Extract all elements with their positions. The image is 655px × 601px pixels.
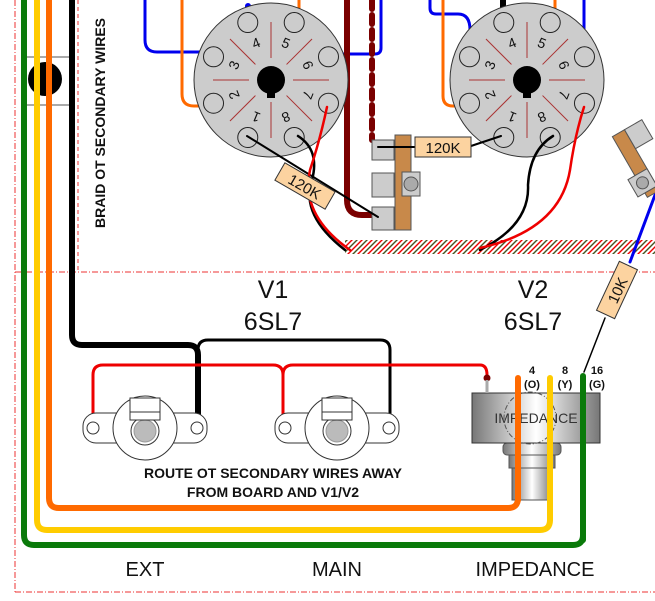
braid-note: BRAID OT SECONDARY WIRES <box>92 18 108 228</box>
main-speaker-jack[interactable] <box>274 395 400 461</box>
v2-type-label: 6SL7 <box>504 308 562 336</box>
v2-pin7-wire <box>478 105 586 250</box>
feedback-wire <box>583 317 606 373</box>
blue-wire-v1-pin6 <box>326 0 383 56</box>
tap-8-color: (Y) <box>558 379 573 391</box>
socket-pin-4 <box>493 12 515 34</box>
socket-pin-4 <box>237 12 259 34</box>
tap-16-ohms: 16 <box>591 365 603 377</box>
socket-pin-7 <box>317 92 339 114</box>
socket-divider <box>485 38 512 65</box>
socket-divider <box>542 95 569 122</box>
impedance-switch-label: IMPEDANCE <box>494 410 577 426</box>
v1-pin7-wire <box>307 105 352 252</box>
tap-16-color: (G) <box>589 379 605 391</box>
jack-lug-tip <box>278 421 292 435</box>
socket-pin-3 <box>203 46 225 68</box>
ground-bus <box>345 240 655 254</box>
socket-pin-5 <box>283 12 305 34</box>
tap-8-ohms: 8 <box>562 365 568 377</box>
socket-pin-2 <box>203 92 225 114</box>
orange-wire-v1-pin2 <box>180 0 218 108</box>
socket-divider <box>286 95 313 122</box>
terminal-board-right <box>611 119 655 198</box>
black-wire-jumper <box>196 338 392 425</box>
socket-pin-6 <box>573 46 595 68</box>
blue-wire-feedback <box>628 193 655 264</box>
v2-pin8-wire <box>478 134 555 252</box>
v1-type-label: 6SL7 <box>244 308 302 336</box>
socket-divider <box>542 38 569 65</box>
socket-pin-8 <box>283 126 305 148</box>
socket-key-icon <box>257 66 285 94</box>
yellow-wire-8ohm <box>34 0 553 533</box>
socket-pin-8 <box>539 126 561 148</box>
jack-lug-sleeve <box>190 421 204 435</box>
main-jack-label: MAIN <box>312 559 362 581</box>
ext-speaker-jack[interactable] <box>82 395 208 461</box>
v1-label: V1 <box>258 276 289 304</box>
red-wire-tip <box>91 363 489 430</box>
maroon-wire-heater <box>344 0 381 218</box>
tap-4-color: (O) <box>524 379 540 391</box>
socket-pin-1 <box>237 126 259 148</box>
socket-pin-2 <box>459 92 481 114</box>
socket-divider <box>229 95 256 122</box>
blue-wire-v1-pin3 <box>143 0 215 54</box>
chassis-outline <box>14 0 655 593</box>
resistor-10k: 10K <box>595 260 639 320</box>
socket-key-icon <box>513 66 541 94</box>
impedance-label: IMPEDANCE <box>476 559 595 581</box>
socket-divider <box>229 38 256 65</box>
socket-key-notch <box>523 90 531 98</box>
blue-wire-v2-top <box>428 0 472 56</box>
resistor-v2-value: 120K <box>425 140 460 157</box>
socket-pin-3 <box>459 46 481 68</box>
route-note-line1: ROUTE OT SECONDARY WIRES AWAY <box>144 465 403 481</box>
resistor-v2-120k: 120K <box>414 136 472 158</box>
orange-wire-v2-pin2 <box>441 0 473 108</box>
v2-label: V2 <box>518 276 549 304</box>
socket-pin-5 <box>539 12 561 34</box>
socket-divider <box>286 38 313 65</box>
socket-pin-6 <box>317 46 339 68</box>
ext-jack-label: EXT <box>126 559 165 581</box>
jack-lug-sleeve <box>382 421 396 435</box>
terminal-board <box>371 134 421 231</box>
socket-key-notch <box>267 90 275 98</box>
socket-divider <box>485 95 512 122</box>
jack-lug-tip <box>86 421 100 435</box>
tap-4-ohms: 4 <box>529 365 536 377</box>
socket-pin-7 <box>573 92 595 114</box>
black-wire-common <box>69 0 201 420</box>
route-note-line2: FROM BOARD AND V1/V2 <box>187 484 359 500</box>
v2-pin1-wire <box>377 135 502 148</box>
